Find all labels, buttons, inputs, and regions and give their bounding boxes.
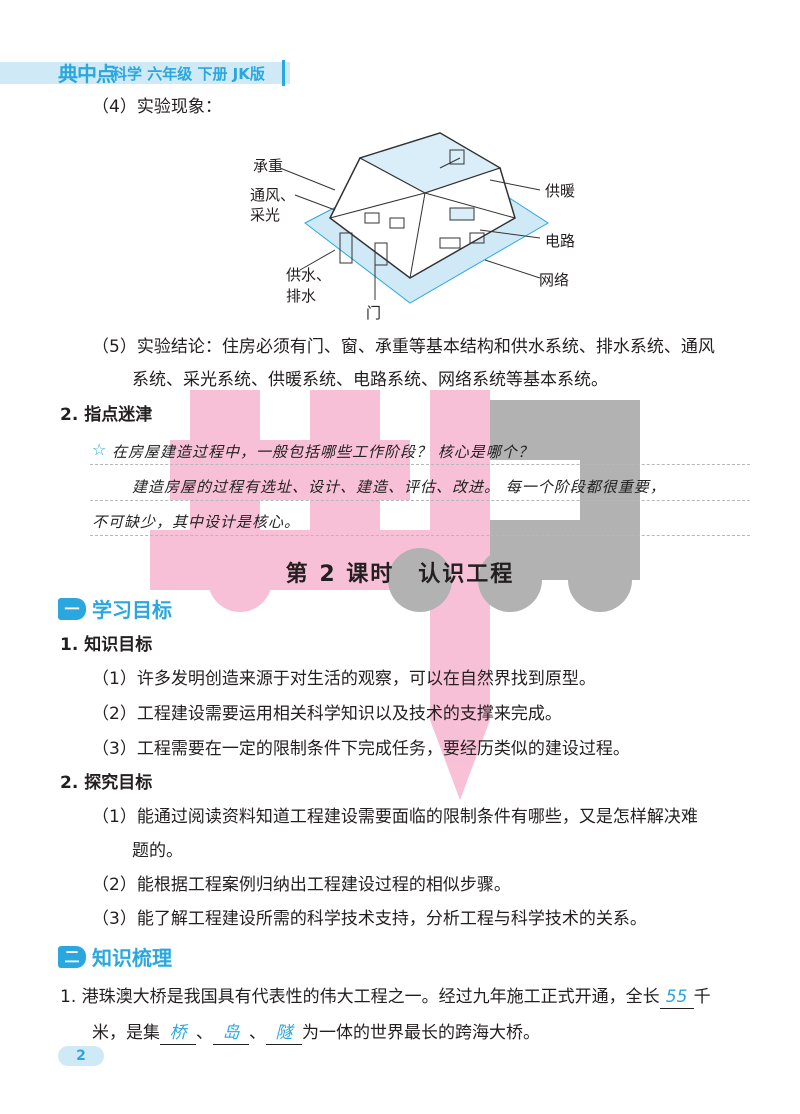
label-chengzhong: 承重 — [253, 157, 284, 175]
watermark-logo — [150, 390, 640, 800]
rule-line — [90, 500, 750, 501]
star-icon: ☆ — [92, 440, 107, 459]
knowledge-heading: 1. 知识目标 — [60, 635, 153, 655]
tips-answer-line1: 建造房屋的过程有选址、设计、建造、评估、改进。 每一个阶段都很重要， — [132, 478, 666, 496]
question-1-line2: 米，是集桥、岛、隧为一体的世界最长的跨海大桥。 — [92, 1022, 540, 1045]
answer-length: 55 — [659, 986, 694, 1009]
explore-item: （1）能通过阅读资料知道工程建设需要面临的限制条件有哪些，又是怎样解决难 — [92, 807, 698, 827]
brand-logo: 典中点 — [58, 62, 116, 86]
question-text: 为一体的世界最长的跨海大桥。 — [302, 1023, 540, 1043]
tips-answer-line2: 不可缺少，其中设计是核心。 — [92, 513, 301, 531]
explore-item-cont: 题的。 — [132, 841, 183, 861]
label-caiguang: 采光 — [250, 206, 281, 224]
separator: 、 — [249, 1023, 266, 1043]
book-title: 科学 六年级 下册 JK版 — [112, 65, 265, 83]
observation-label: （4）实验现象： — [92, 97, 222, 117]
label-tongfeng: 通风、 — [250, 186, 296, 204]
page-number: 2 — [58, 1046, 104, 1066]
label-wangluo: 网络 — [539, 271, 570, 289]
knowledge-item: （3）工程需要在一定的限制条件下完成任务，要经历类似的建设过程。 — [92, 739, 630, 759]
question-text: 千 — [693, 987, 711, 1007]
header-divider — [282, 60, 285, 86]
conclusion-line1: （5）实验结论：住房必须有门、窗、承重等基本结构和供水系统、排水系统、通风 — [92, 337, 715, 357]
explore-heading: 2. 探究目标 — [60, 773, 153, 793]
answer-blank: 桥 — [160, 1022, 196, 1045]
house-diagram — [304, 132, 549, 304]
section-title: 学习目标 — [92, 598, 172, 622]
header-band — [0, 62, 290, 84]
tips-question: 在房屋建造过程中，一般包括哪些工作阶段？ 核心是哪个？ — [112, 443, 534, 461]
section-number-badge: 一 — [58, 598, 86, 620]
explore-item: （2）能根据工程案例归纳出工程建设过程的相似步骤。 — [92, 875, 511, 895]
answer-blank: 岛 — [213, 1022, 249, 1045]
separator: 、 — [196, 1023, 213, 1043]
conclusion-line2: 系统、采光系统、供暖系统、电路系统、网络系统等基本系统。 — [132, 370, 608, 390]
explore-item: （3）能了解工程建设所需的科学技术支持，分析工程与科学技术的关系。 — [92, 909, 647, 929]
label-paishui: 排水 — [286, 287, 317, 305]
label-gongnuan: 供暖 — [545, 182, 576, 200]
diagram-leaders — [279, 167, 541, 300]
rule-line — [90, 535, 750, 536]
section-number-badge: 二 — [58, 946, 86, 968]
question-text: 米，是集 — [92, 1023, 160, 1043]
tips-heading: 2. 指点迷津 — [60, 405, 153, 425]
knowledge-item: （2）工程建设需要运用相关科学知识以及技术的支撑来完成。 — [92, 704, 562, 724]
question-text: 1. 港珠澳大桥是我国具有代表性的伟大工程之一。经过九年施工正式开通，全长 — [60, 987, 660, 1007]
answer-blank: 隧 — [266, 1022, 302, 1045]
label-gongshui: 供水、 — [286, 266, 332, 284]
section-title: 知识梳理 — [92, 946, 172, 970]
label-men: 门 — [366, 304, 382, 322]
lesson-title: 第 2 课时 认识工程 — [285, 562, 515, 587]
rule-line — [90, 464, 750, 465]
label-dianlu: 电路 — [545, 232, 576, 250]
knowledge-item: （1）许多发明创造来源于对生活的观察，可以在自然界找到原型。 — [92, 669, 596, 689]
